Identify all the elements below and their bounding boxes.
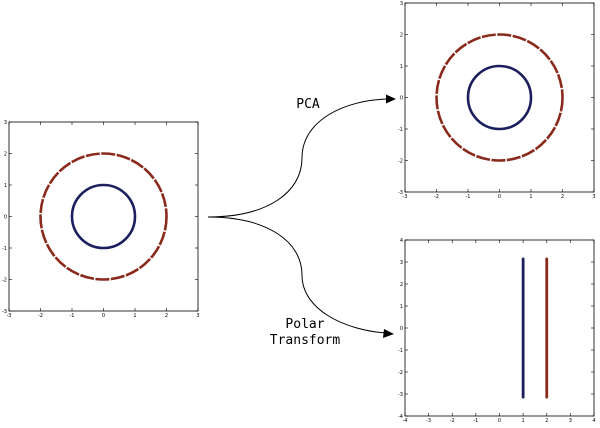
- y-tick-label: -1: [2, 246, 7, 252]
- x-tick-label: 0: [498, 418, 501, 424]
- y-tick-label: 4: [400, 238, 403, 244]
- y-tick-label: -2: [2, 277, 7, 283]
- inner-series-circle: [70, 183, 137, 250]
- outer-series-circle: [435, 33, 564, 162]
- y-tick-label: 0: [4, 214, 7, 220]
- polar-label-line1: Polar: [285, 317, 324, 332]
- y-tick-label: -2: [398, 370, 403, 376]
- x-tick-label: 1: [133, 313, 136, 319]
- pca-arrow: [207, 94, 396, 218]
- x-tick-label: 2: [561, 194, 564, 200]
- x-tick-label: -4: [403, 418, 408, 424]
- polar-transform-arrow: [207, 216, 394, 338]
- plot-frame: [8, 121, 199, 312]
- y-tick-label: -1: [398, 348, 403, 354]
- x-tick-label: 3: [592, 194, 595, 200]
- y-tick-label: 0: [400, 95, 403, 101]
- y-tick-label: 3: [4, 120, 7, 126]
- x-tick-label: 3: [196, 313, 199, 319]
- y-tick-label: -3: [2, 309, 7, 315]
- x-tick-label: 2: [545, 418, 548, 424]
- y-tick-label: -2: [398, 158, 403, 164]
- polar-transform-arrow-curve: [207, 216, 387, 334]
- pca-result-plot: -3 -2 -1 0 1 2 3 -3 -2 -1 0 1 2 3: [398, 1, 596, 200]
- x-tick-label: -1: [473, 418, 478, 424]
- x-tick-label: -2: [450, 418, 455, 424]
- y-tick-label: 3: [400, 260, 403, 266]
- x-tick-label: -3: [403, 194, 408, 200]
- y-tick-label: 2: [400, 282, 403, 288]
- polar-transform-result-plot: -4 -3 -2 -1 0 1 2 3 4 -4 -3 -2 -1 0 1 2 3 4: [398, 238, 596, 424]
- x-tick-label: -3: [7, 313, 12, 319]
- polar-label-line2: Transform: [270, 333, 341, 348]
- y-tick-label: -3: [398, 190, 403, 196]
- polar-transform-arrow-head: [383, 329, 394, 338]
- x-tick-label: -1: [70, 313, 75, 319]
- x-tick-label: 1: [522, 418, 525, 424]
- x-tick-label: -2: [434, 194, 439, 200]
- x-tick-label: 2: [165, 313, 168, 319]
- plot-frame: [404, 239, 595, 417]
- y-tick-label: 2: [4, 151, 7, 157]
- x-tick-label: 1: [529, 194, 532, 200]
- x-tick-label: -2: [38, 313, 43, 319]
- y-tick-label: -4: [398, 414, 403, 420]
- outer-series-circle: [39, 152, 168, 281]
- x-tick-label: 3: [569, 418, 572, 424]
- y-tick-label: -3: [398, 392, 403, 398]
- x-tick-label: -3: [426, 418, 431, 424]
- pca-label: PCA: [296, 97, 320, 112]
- y-tick-label: 1: [400, 304, 403, 310]
- x-tick-label: -1: [466, 194, 471, 200]
- y-tick-label: 2: [400, 32, 403, 38]
- y-tick-label: 1: [4, 183, 7, 189]
- y-tick-label: 3: [400, 1, 403, 7]
- pca-arrow-head: [386, 94, 396, 104]
- x-tick-label: 4: [592, 418, 595, 424]
- y-tick-label: 1: [400, 64, 403, 70]
- x-tick-label: 0: [498, 194, 501, 200]
- y-tick-label: -1: [398, 127, 403, 133]
- pca-arrow-curve: [207, 98, 389, 218]
- x-tick-label: 0: [102, 313, 105, 319]
- original-data-plot: -3 -2 -1 0 1 2 3 -3 -2 -1 0 1 2 3: [2, 120, 200, 319]
- inner-series-circle: [466, 64, 533, 131]
- y-tick-label: 0: [400, 326, 403, 332]
- plot-frame: [404, 2, 595, 193]
